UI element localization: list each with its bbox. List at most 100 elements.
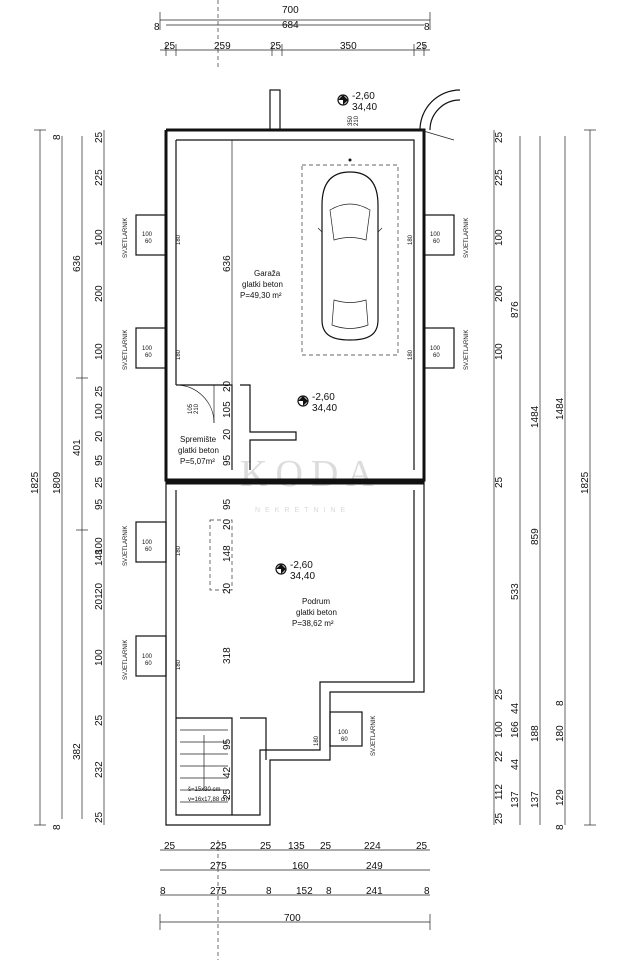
staircase: š=15x30 cm v=16x17,88 cm (180, 729, 229, 803)
left-edge-bottom: 8 (52, 824, 63, 830)
left-chain-6: 25 (94, 385, 105, 397)
right-sub-166: 166 (510, 721, 521, 738)
bottom-r2-2: 160 (292, 861, 309, 872)
storage-door-height: 210 (194, 403, 200, 414)
left-chain-15: 201 (94, 593, 105, 610)
int-dim-105: 105 (222, 401, 233, 418)
left-chain-4: 200 (94, 285, 105, 302)
left-chain-16: 100 (94, 649, 105, 666)
right-sub-137a: 137 (510, 791, 521, 808)
int-dim-95a: 95 (222, 454, 233, 466)
left-chain-1: 25 (94, 131, 105, 143)
int-dim-20c: 20 (222, 518, 233, 530)
level-marker-basement: -2,60 34,40 (275, 560, 315, 582)
watermark-text: KODA (240, 453, 382, 495)
door-marks: 350 210 105 210 (175, 115, 360, 591)
top-inner-dim: 684 (282, 20, 299, 31)
bottom-r3-7: 8 (424, 886, 430, 897)
right-sub-859: 859 (530, 528, 541, 545)
right-dimensions: 25 225 100 200 100 25 25 100 22 112 25 8… (493, 129, 596, 830)
bottom-r1-6: 224 (364, 841, 381, 852)
left-chain-18: 25 (94, 714, 105, 726)
right-chain-1: 25 (494, 131, 505, 143)
bottom-dimensions: 25 225 25 135 25 224 25 275 160 249 8 27… (159, 840, 431, 960)
right-edge-bottom: 8 (555, 824, 566, 830)
left-mid-dim: 1809 (52, 471, 63, 494)
right-chain-2: 225 (494, 169, 505, 186)
top-seg-1: 25 (164, 41, 176, 52)
int-dim-636: 636 (222, 255, 233, 272)
well-2-width: 100 (142, 346, 153, 352)
left-chain-7: 100 (94, 403, 105, 420)
right-chain-44b: 44 (510, 758, 521, 770)
left-sub-401: 401 (72, 439, 83, 456)
well-6-height: 60 (433, 353, 440, 359)
left-sub-382: 382 (72, 743, 83, 760)
top-edge-dim-left: 8 (154, 22, 160, 33)
bottom-r3-4: 152 (296, 886, 313, 897)
garage-area: P=49,30 m² (240, 291, 282, 300)
right-mid-1484b: 1484 (555, 397, 566, 420)
well-4-sill: 180 (176, 659, 182, 670)
storage-door-width: 105 (188, 403, 194, 414)
well-7-height: 60 (341, 737, 348, 743)
well-label-5: SVJETLARNIK (464, 218, 470, 258)
basement-name: Podrum (302, 597, 330, 606)
well-2-sill: 180 (176, 349, 182, 360)
top-seg-4: 350 (340, 41, 357, 52)
interior-dimensions: 636 105 20 20 95 95 20 148 20 318 95 42 … (222, 140, 233, 800)
storage-finish: glatki beton (178, 446, 219, 455)
left-chain-9: 95 (94, 454, 105, 466)
int-dim-20d: 20 (222, 582, 233, 594)
room-labels: Garaža glatki beton P=49,30 m² Spremište… (178, 269, 337, 628)
garage-finish: glatki beton (242, 280, 283, 289)
bottom-r1-5: 25 (320, 841, 332, 852)
level-garage-abs: 34,40 (312, 403, 337, 414)
bottom-r1-7: 25 (416, 841, 428, 852)
storage-name: Spremište (180, 435, 217, 444)
basement-area: P=38,62 m² (292, 619, 334, 628)
car-icon (301, 158, 399, 356)
right-chain-4: 200 (494, 285, 505, 302)
right-chain-129: 129 (555, 789, 566, 806)
right-sub-188: 188 (530, 725, 541, 742)
int-dim-95b: 95 (222, 498, 233, 510)
level-top-abs: 34,40 (352, 102, 377, 113)
top-seg-5: 25 (416, 41, 428, 52)
stair-riser-note: v=16x17,88 cm (188, 797, 229, 803)
top-dimensions: 700 8 8 684 25 259 25 350 25 (154, 0, 431, 70)
top-total-dim: 700 (282, 5, 299, 16)
bottom-r1-3: 25 (260, 841, 272, 852)
bottom-r3-6: 241 (366, 886, 383, 897)
left-chain-20: 25 (94, 811, 105, 823)
top-seg-2: 259 (214, 41, 231, 52)
well-label-3: SVJETLARNIK (123, 526, 129, 566)
int-dim-20a: 20 (222, 380, 233, 392)
storage-area: P=5,07m² (180, 457, 215, 466)
left-chain-14: 20 (94, 582, 105, 594)
well-label-7: SVJETLARNIK (371, 716, 377, 756)
well-7-sill: 180 (314, 735, 320, 746)
level-markers: -2,60 34,40 -2,60 34,40 -2,60 34,40 (275, 91, 377, 582)
left-chain-5: 100 (94, 343, 105, 360)
level-basement-elev: -2,60 (290, 560, 313, 571)
left-sub-636: 636 (72, 255, 83, 272)
well-label-2: SVJETLARNIK (123, 330, 129, 370)
stair-tread-note: š=15x30 cm (188, 787, 221, 793)
bottom-r3-1: 8 (160, 886, 166, 897)
right-chain-11: 25 (494, 812, 505, 824)
level-basement-abs: 34,40 (290, 571, 315, 582)
right-sub-533: 533 (510, 583, 521, 600)
well-6-sill: 180 (408, 349, 414, 360)
well-2-height: 60 (145, 353, 152, 359)
left-edge-top: 8 (52, 134, 63, 140)
bottom-r3-3: 8 (266, 886, 272, 897)
int-dim-42: 42 (222, 766, 233, 778)
bottom-total-dim: 700 (284, 913, 301, 924)
left-chain-3: 100 (94, 229, 105, 246)
bottom-r2-3: 249 (366, 861, 383, 872)
right-chain-6: 25 (494, 476, 505, 488)
garage-name: Garaža (254, 269, 281, 278)
right-chain-5: 100 (494, 343, 505, 360)
left-chain-10: 25 (94, 476, 105, 488)
